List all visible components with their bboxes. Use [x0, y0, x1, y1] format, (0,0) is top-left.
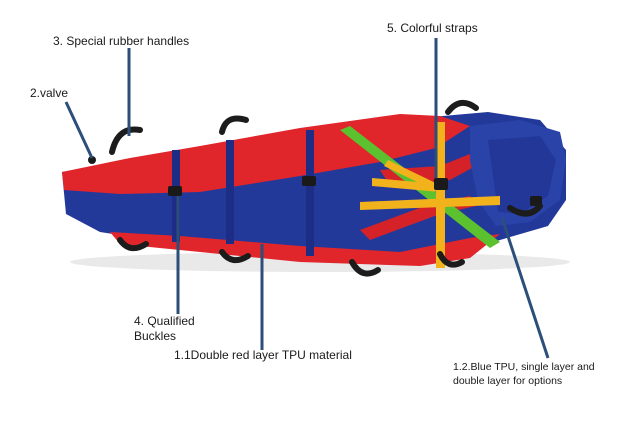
leader-lines — [64, 38, 550, 359]
red-tpu-top — [62, 114, 470, 194]
red-layer-label: 1.1Double red layer TPU material — [174, 348, 352, 362]
blue-layer-label-line2: double layer for options — [453, 375, 563, 387]
buckles-label: 4. Qualified Buckles — [134, 314, 195, 344]
blue-layer-label-line1: 1.2.Blue TPU, single layer and — [453, 361, 595, 373]
red-tpu-bottom — [110, 232, 500, 266]
straps-label: 5. Colorful straps — [387, 21, 478, 35]
buckles-label-line2: Buckles — [134, 329, 177, 343]
blue-shade — [488, 136, 556, 214]
valve-label: 2.valve — [30, 86, 69, 100]
valve-icon — [88, 156, 96, 164]
blue-layer-label: 1.2.Blue TPU, single layer and double la… — [453, 360, 595, 388]
buckles-label-line1: 4. Qualified — [134, 314, 195, 328]
yellow-straps — [360, 122, 500, 268]
buckles — [168, 176, 542, 206]
handles-label: 3. Special rubber handles — [53, 34, 190, 48]
rubber-handles — [109, 99, 543, 277]
